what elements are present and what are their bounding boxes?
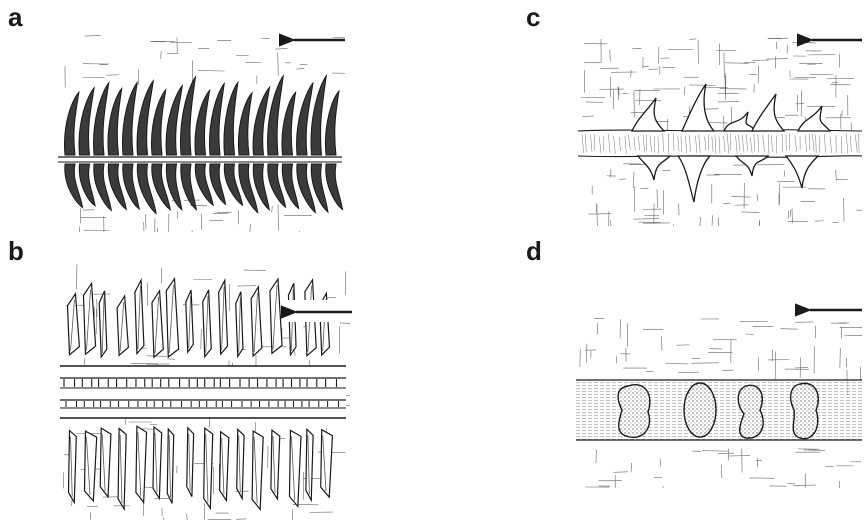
blade [321, 430, 333, 498]
spine [210, 164, 226, 204]
panel-label-c: c [526, 4, 540, 30]
thorn [786, 156, 818, 188]
panel-a [58, 36, 345, 232]
spine [166, 86, 182, 155]
blade [289, 430, 301, 506]
blade [152, 291, 163, 358]
thorn [682, 84, 714, 131]
blade [153, 427, 162, 498]
thorn [724, 112, 756, 131]
blade [117, 296, 128, 355]
thorn [736, 156, 768, 176]
spine [181, 77, 196, 155]
spine [79, 164, 95, 206]
thorn [752, 94, 784, 131]
spine [282, 92, 296, 155]
spine [122, 83, 137, 155]
panel-c-axis [578, 130, 862, 157]
spine [224, 83, 238, 155]
blade [270, 279, 282, 353]
panel-d [576, 310, 862, 488]
spine [325, 91, 339, 155]
panel-label-d: d [526, 238, 542, 264]
spine [210, 84, 225, 155]
blade [67, 294, 79, 355]
blade [252, 431, 263, 509]
panel-b-axis-bands [60, 366, 346, 418]
spine [137, 81, 153, 155]
blade [271, 430, 280, 499]
spine [297, 83, 313, 155]
spine [79, 88, 94, 155]
panel-label-b: b [8, 238, 24, 264]
panel-a-axis [58, 157, 342, 162]
arrow-left-icon [282, 300, 354, 322]
nodule [684, 383, 716, 437]
spine [94, 83, 109, 155]
spine [195, 90, 210, 155]
blade [220, 432, 229, 501]
spine [238, 93, 252, 155]
spine [151, 90, 165, 155]
panel-a-lower-spines [65, 164, 343, 214]
spine [326, 164, 343, 210]
nodule [618, 385, 650, 438]
panel-c [578, 38, 862, 226]
blade [84, 431, 96, 501]
nodule [738, 385, 763, 438]
blade [100, 428, 111, 497]
panel-d-axis [576, 380, 862, 440]
blade [166, 279, 178, 357]
blade [251, 287, 262, 356]
spine [181, 164, 197, 210]
nodule [791, 383, 819, 438]
spine [123, 164, 139, 209]
panel-b [60, 264, 354, 520]
blade [204, 428, 213, 508]
panel-a-upper-spines [64, 76, 339, 155]
spine [108, 89, 122, 155]
thorn [798, 106, 830, 131]
blade [136, 426, 147, 502]
spine [64, 92, 78, 155]
thorn [632, 98, 664, 131]
thorn [678, 156, 710, 202]
spine [311, 76, 326, 155]
panel-b-lower-blades [68, 426, 332, 509]
panel-label-a: a [8, 4, 22, 30]
thorn [638, 156, 670, 180]
